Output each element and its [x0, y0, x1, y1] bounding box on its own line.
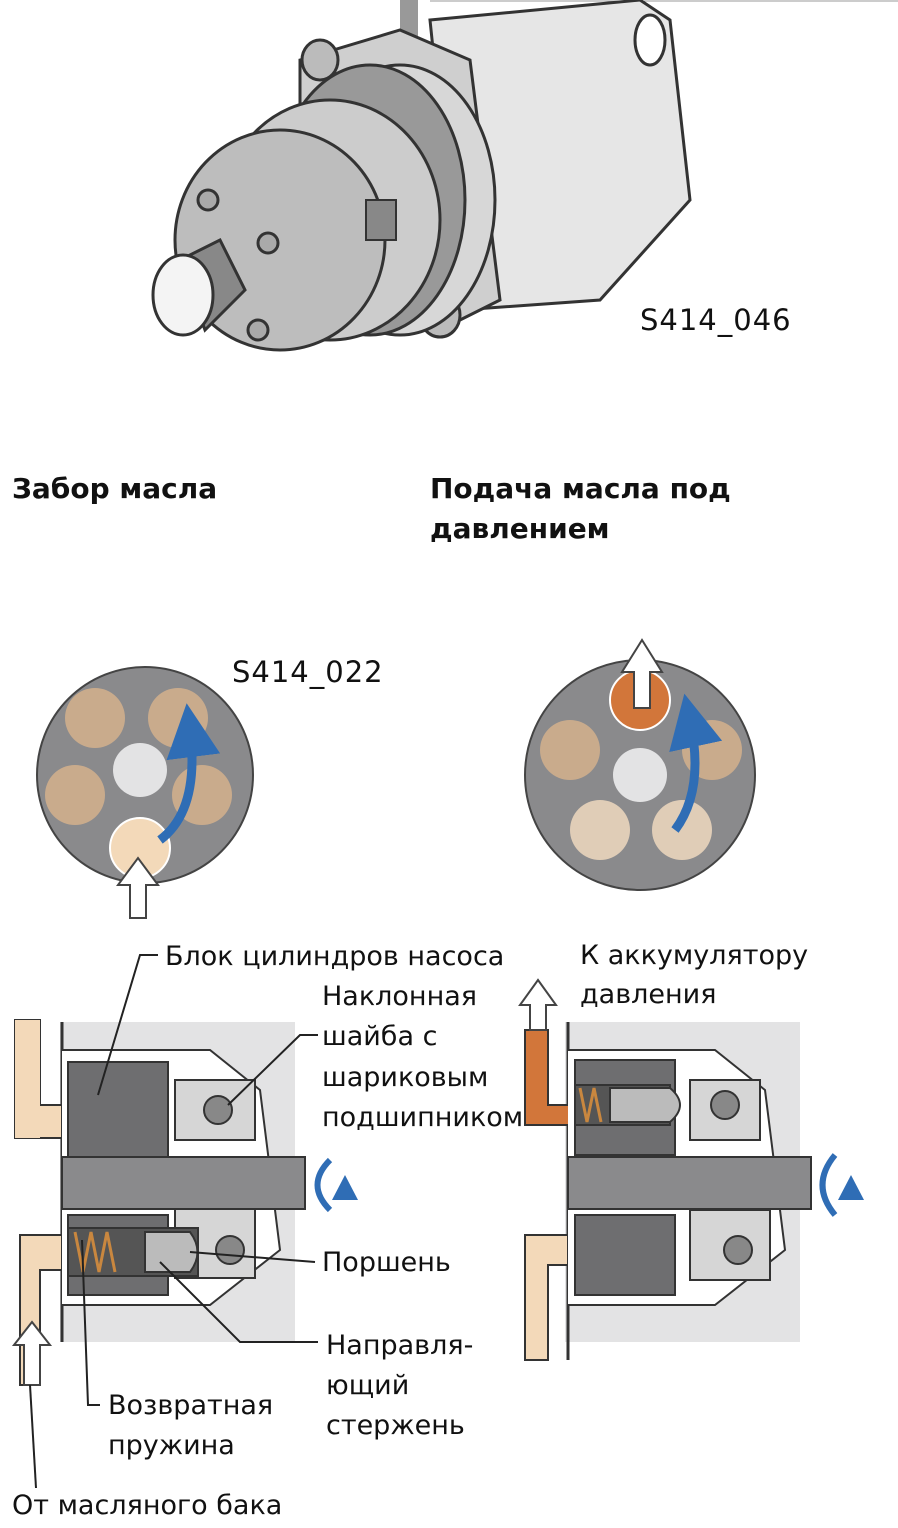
rotation-icon — [332, 1175, 358, 1200]
label-swashplate-3: шариковым — [322, 1062, 488, 1093]
label-swashplate-2: шайба с — [322, 1021, 437, 1052]
label-to-accumulator-1: К аккумулятору — [580, 940, 808, 971]
figure-code-pump: S414_046 — [640, 303, 792, 337]
section-delivery — [518, 978, 864, 1361]
label-spring-1: Возвратная — [108, 1390, 273, 1421]
cylinder-disc-intake — [36, 666, 254, 919]
pump-illustration — [151, 0, 898, 352]
heading-intake: Забор масла — [12, 472, 217, 505]
label-to-accumulator-2: давления — [580, 979, 716, 1010]
section-intake — [11, 1019, 358, 1386]
label-piston: Поршень — [322, 1247, 451, 1278]
label-guide-3: стержень — [326, 1410, 465, 1441]
leader-lines — [29, 954, 318, 1489]
cylinder-disc-delivery — [524, 638, 756, 891]
figure-code-cycle: S414_022 — [232, 655, 384, 689]
label-from-tank: От масляного бака — [12, 1490, 282, 1521]
heading-delivery-line1: Подача масла под — [430, 472, 731, 505]
rotation-arrow-icon — [157, 703, 221, 844]
inflow-arrow-icon — [116, 856, 160, 919]
label-cylinder-block: Блок цилиндров насоса — [165, 941, 504, 972]
rotation-icon — [838, 1175, 864, 1200]
label-guide-2: ющий — [326, 1370, 409, 1401]
label-swashplate-1: Наклонная — [322, 981, 477, 1012]
outflow-arrow-icon — [620, 638, 664, 709]
rotation-arrow-icon — [669, 693, 723, 833]
label-guide-1: Направля- — [326, 1330, 473, 1361]
spring-icon — [73, 1231, 117, 1273]
heading-delivery-line2: давлением — [430, 512, 610, 545]
label-spring-2: пружина — [108, 1430, 235, 1461]
label-swashplate-4: подшипником — [322, 1102, 523, 1133]
